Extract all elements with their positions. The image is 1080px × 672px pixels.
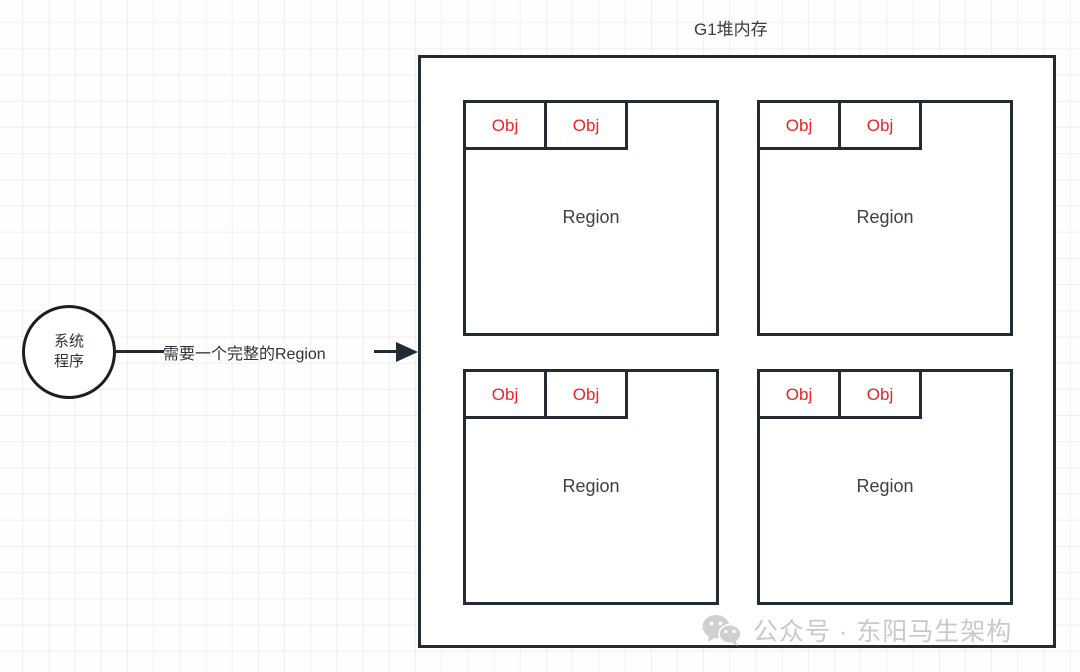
obj-label: Obj (785, 384, 813, 404)
region-top-right[interactable]: Obj Obj Region (757, 100, 1013, 336)
system-program-line-1: 系统 (53, 332, 84, 350)
system-program-node[interactable]: 系统 程序 (22, 305, 116, 399)
obj-label: Obj (491, 384, 519, 404)
obj-row: Obj Obj (757, 369, 922, 419)
region-bottom-left[interactable]: Obj Obj Region (463, 369, 719, 605)
obj-row: Obj Obj (757, 100, 922, 150)
region-bottom-right[interactable]: Obj Obj Region (757, 369, 1013, 605)
arrow-head-icon (396, 342, 418, 362)
arrow-line-segment-left (116, 350, 164, 353)
obj-box[interactable]: Obj (463, 369, 547, 419)
obj-box[interactable]: Obj (838, 100, 922, 150)
obj-row: Obj Obj (463, 369, 628, 419)
obj-label: Obj (866, 115, 894, 135)
obj-box[interactable]: Obj (463, 100, 547, 150)
region-label: Region (562, 476, 620, 496)
obj-label: Obj (572, 384, 600, 404)
obj-label: Obj (785, 115, 813, 135)
obj-label: Obj (866, 384, 894, 404)
watermark-text: 公众号 · 东阳马生架构 (753, 618, 1013, 646)
obj-box[interactable]: Obj (838, 369, 922, 419)
obj-box[interactable]: Obj (544, 100, 628, 150)
region-label: Region (856, 207, 914, 227)
obj-row: Obj Obj (463, 100, 628, 150)
wechat-icon (702, 614, 742, 646)
obj-box[interactable]: Obj (544, 369, 628, 419)
obj-box[interactable]: Obj (757, 369, 841, 419)
obj-label: Obj (572, 115, 600, 135)
region-label: Region (562, 207, 620, 227)
watermark: 公众号 · 东阳马生架构 (702, 612, 1012, 648)
system-program-line-2: 程序 (53, 353, 84, 370)
arrow-label: 需要一个完整的Region (163, 346, 326, 363)
obj-box[interactable]: Obj (757, 100, 841, 150)
heap-container: Obj Obj Region Obj Obj Region (418, 55, 1056, 648)
heap-title: G1堆内存 (694, 20, 768, 39)
region-top-left[interactable]: Obj Obj Region (463, 100, 719, 336)
obj-label: Obj (491, 115, 519, 135)
arrow-line-segment-right (374, 350, 402, 353)
region-label: Region (856, 476, 914, 496)
